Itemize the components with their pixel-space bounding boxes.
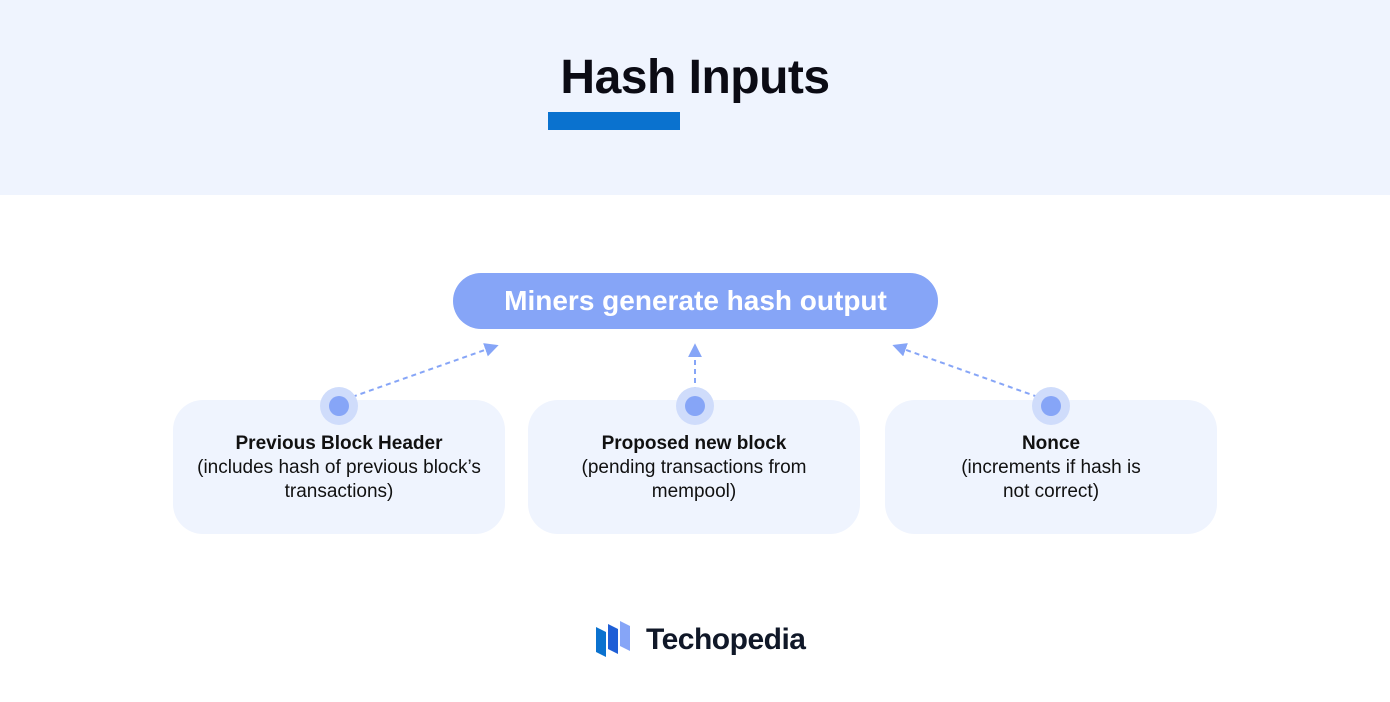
brand-name: Techopedia: [646, 623, 806, 656]
arrow-previous-block-header: [351, 343, 499, 398]
page-title: Hash Inputs: [560, 51, 830, 104]
title-underline: [548, 112, 680, 130]
input-card-proposed-new-block: Proposed new block (pending transactions…: [528, 400, 860, 534]
card-description: (includes hash of previous block’s trans…: [197, 457, 481, 502]
hash-output-label: Miners generate hash output: [504, 285, 887, 316]
connector-dot: [1032, 387, 1070, 425]
card-title: Nonce: [1021, 433, 1081, 454]
brand: Techopedia: [596, 620, 806, 660]
card-description: (increments if hash is not correct): [961, 457, 1141, 502]
card-title: Previous Block Header: [235, 433, 443, 454]
connector-dot: [676, 387, 714, 425]
connector-dot: [320, 387, 358, 425]
hash-output-node: Miners generate hash output: [453, 273, 938, 329]
card-title: Proposed new block: [601, 433, 787, 454]
arrow-nonce: [892, 343, 1039, 398]
card-description: (pending transactions from mempool): [581, 457, 807, 502]
input-card-nonce: Nonce (increments if hash is not correct…: [885, 400, 1217, 534]
header-band: [0, 0, 1390, 195]
techopedia-logo-icon: [596, 621, 630, 657]
